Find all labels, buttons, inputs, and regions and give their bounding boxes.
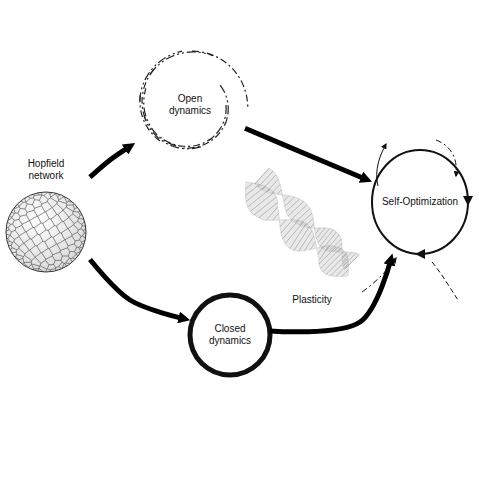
self-optimization-node: Self-Optimization — [372, 150, 468, 254]
swirl-arc — [140, 94, 160, 141]
ribbon-stripe — [320, 248, 340, 268]
hopfield-network-node: Hopfield network — [2, 155, 90, 275]
ribbon-stripe — [342, 252, 344, 254]
ribbon-stripe — [310, 224, 314, 229]
swirl-arc — [144, 116, 201, 149]
ribbon-stripe — [314, 228, 316, 230]
swirl-arc — [184, 119, 227, 148]
loop-outline — [372, 150, 468, 254]
ribbon-surface — [245, 182, 348, 276]
ribbon-stripe — [281, 220, 292, 233]
ribbon-stripe — [299, 213, 312, 225]
ribbon-stripe — [246, 183, 253, 189]
hopfield-sphere — [4, 190, 88, 274]
ribbon-stripe — [282, 194, 284, 196]
node-label: Closed dynamics — [202, 323, 258, 347]
closed-dynamics-node: Closed dynamics — [190, 295, 270, 375]
ribbon-stripe — [310, 242, 315, 250]
ribbon-stripe — [267, 179, 279, 192]
ribbon-stripe — [246, 186, 265, 201]
ribbon-stripe — [304, 218, 313, 226]
swirl-arc — [144, 88, 176, 145]
swirl-arc — [161, 137, 213, 146]
ribbon-stripe — [336, 264, 348, 276]
ribbon-stripe — [342, 252, 347, 257]
ribbon-stripe — [326, 254, 346, 274]
ribbon-stripe — [284, 196, 289, 202]
ribbon-stripe — [304, 236, 314, 251]
plasticity-node: Plasticity — [286, 290, 337, 310]
swirl-arc — [142, 68, 155, 118]
ribbon-stripe — [273, 213, 279, 220]
open-dynamics-node: Open dynamics — [135, 50, 245, 160]
ribbon-stripe — [319, 245, 329, 260]
plasticity-ribbon — [245, 168, 359, 276]
loop-arrowhead — [415, 249, 425, 259]
ribbon-stripe — [255, 168, 269, 184]
swirl-arc — [140, 51, 182, 101]
ribbon-stripe — [277, 190, 281, 194]
ribbon-stripe — [299, 231, 312, 251]
node-label: Plasticity — [290, 293, 333, 307]
ribbon-stripe — [272, 184, 280, 193]
ribbon-stripe — [338, 248, 342, 252]
flow-arrow — [270, 261, 390, 332]
swirl-arc — [150, 52, 213, 74]
flow-arrow — [90, 260, 182, 319]
self-loop — [362, 140, 473, 300]
swirl-arc — [220, 85, 228, 125]
ribbon-stripe — [246, 184, 260, 195]
ribbon-stripe — [342, 252, 352, 262]
ribbon-stripe — [318, 247, 323, 255]
sphere-mesh — [4, 190, 88, 274]
ribbon-stripe — [323, 251, 344, 272]
ribbon-stripe — [288, 201, 304, 215]
node-label: Self-Optimization — [382, 196, 458, 208]
ribbon-stripe — [333, 243, 342, 252]
ribbon-stripe — [280, 220, 286, 227]
ribbon-stripe — [345, 255, 360, 270]
flow-arrow — [245, 128, 365, 178]
ribbon-stripe — [266, 207, 277, 220]
trajectory-line — [436, 140, 456, 176]
node-label: Hopfield network — [16, 158, 76, 182]
ribbon-stripe — [315, 228, 320, 234]
ribbon-stripe — [318, 229, 330, 243]
trajectory-line — [432, 262, 458, 300]
loop-arrowhead — [463, 196, 473, 206]
ribbon-stripe — [262, 175, 276, 190]
ribbon-stripe — [331, 259, 348, 276]
trajectory-line — [377, 144, 386, 186]
mesh-lines — [4, 190, 88, 274]
flow-arrow — [90, 147, 128, 177]
node-label: Open dynamics — [161, 93, 219, 117]
ribbon-stripe — [316, 228, 325, 239]
sphere-outline — [6, 192, 86, 272]
ribbon-stripe — [295, 209, 310, 223]
ribbon-stripe — [342, 270, 349, 277]
ribbon-stripe — [290, 223, 306, 248]
ribbon-stripe — [329, 239, 341, 251]
ribbon-stripe — [291, 205, 307, 220]
ribbon-stripe — [283, 220, 299, 238]
ribbon-stripe — [258, 171, 273, 187]
ribbon-stripe — [286, 199, 299, 211]
open-swirl — [140, 51, 248, 149]
closed-circle — [190, 295, 270, 375]
